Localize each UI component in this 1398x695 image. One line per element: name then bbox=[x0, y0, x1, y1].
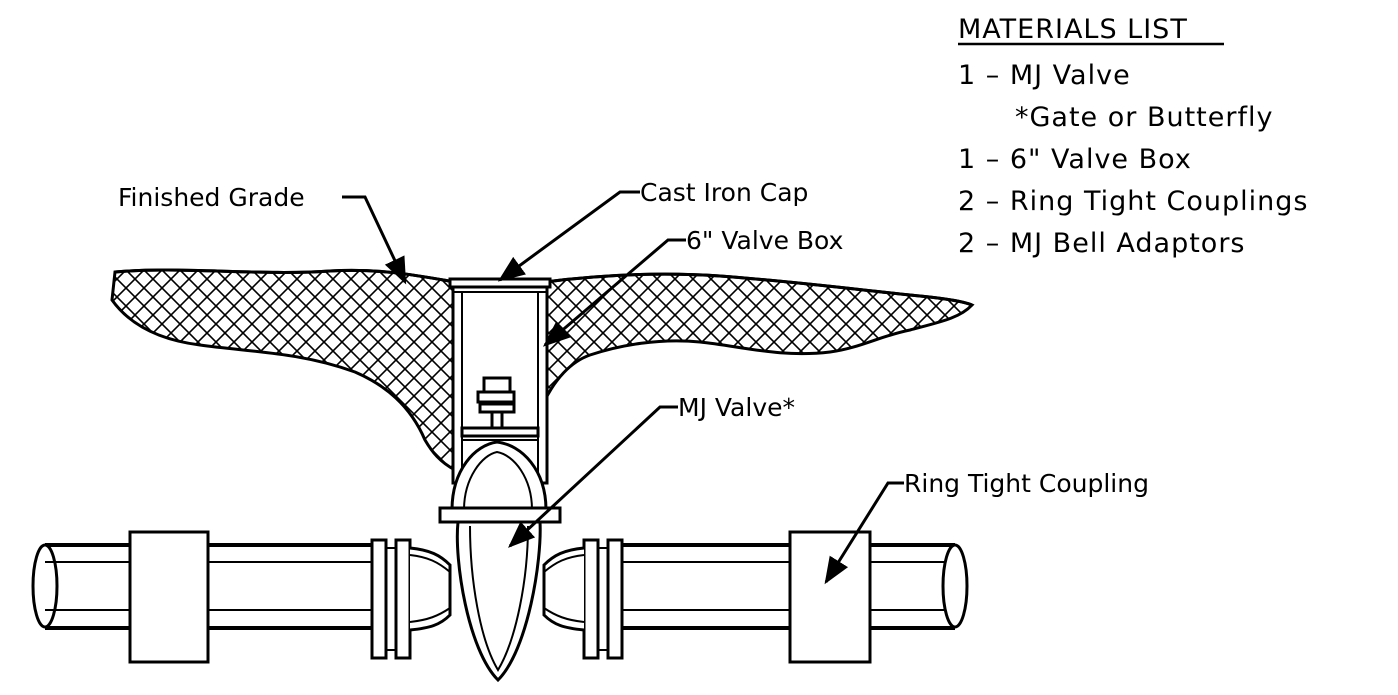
label-finished-grade: Finished Grade bbox=[118, 183, 305, 212]
leader-cast-iron-cap bbox=[497, 190, 640, 282]
materials-list-item: 1 – 6" Valve Box bbox=[958, 144, 1192, 175]
pipe-right bbox=[870, 543, 969, 630]
materials-list-item: 2 – MJ Bell Adaptors bbox=[958, 228, 1246, 259]
pipe-mid-left bbox=[208, 543, 372, 630]
label-mj-valve: MJ Valve* bbox=[678, 393, 795, 422]
materials-list-item: 2 – Ring Tight Couplings bbox=[958, 186, 1308, 217]
mj-bell-adaptor-left bbox=[370, 538, 452, 660]
mj-bell-adaptor-right bbox=[542, 538, 624, 660]
soil-hatch-right bbox=[543, 272, 975, 401]
materials-list: MATERIALS LIST 1 – MJ Valve *Gate or But… bbox=[958, 14, 1308, 259]
ring-tight-coupling-left bbox=[128, 530, 210, 664]
pipe-left bbox=[31, 543, 130, 630]
cast-iron-cap bbox=[448, 277, 552, 289]
pipe-mid-right bbox=[622, 543, 790, 630]
soil-hatch bbox=[110, 268, 457, 473]
label-valve-box: 6" Valve Box bbox=[686, 226, 843, 255]
valve-bonnet bbox=[450, 440, 548, 512]
valve-body bbox=[455, 520, 542, 683]
label-ring-tight-coupling: Ring Tight Coupling bbox=[904, 469, 1149, 498]
leader-finished-grade bbox=[342, 195, 407, 285]
materials-list-item: 1 – MJ Valve bbox=[958, 60, 1131, 91]
valve-stem bbox=[460, 376, 540, 441]
leader-ring-tight-coupling bbox=[824, 481, 904, 585]
leader-valve-box bbox=[542, 238, 686, 347]
finished-grade-line bbox=[114, 268, 973, 307]
materials-list-item: *Gate or Butterfly bbox=[1015, 102, 1273, 133]
leader-mj-valve bbox=[508, 405, 678, 548]
materials-list-title: MATERIALS LIST bbox=[958, 14, 1188, 45]
ring-tight-coupling-right bbox=[788, 530, 872, 664]
label-cast-iron-cap: Cast Iron Cap bbox=[640, 178, 808, 207]
